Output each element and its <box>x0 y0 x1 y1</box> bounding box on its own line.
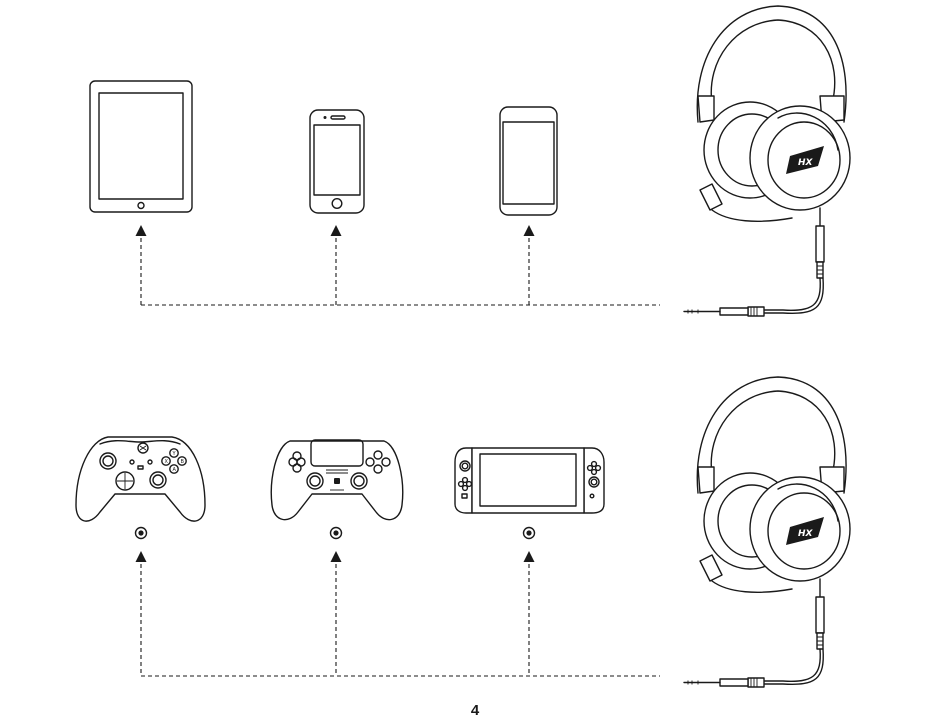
bottom-connection-lines <box>136 551 661 676</box>
b-button-label: B <box>181 459 185 465</box>
top-connection-lines <box>136 225 661 305</box>
arrow-up-icon <box>136 551 147 562</box>
a-button-label: A <box>173 467 177 473</box>
arrow-up-icon <box>136 225 147 236</box>
arrow-up-icon <box>331 551 342 562</box>
xbox-controller-icon: Y X B A <box>76 437 205 521</box>
x-button-label: X <box>165 459 169 465</box>
headset-bottom-icon <box>684 377 850 687</box>
iphone-icon <box>310 110 364 213</box>
page-number: 4 <box>0 702 950 719</box>
headset-top-icon <box>684 6 850 316</box>
arrow-up-icon <box>331 225 342 236</box>
android-phone-icon <box>500 107 557 215</box>
arrow-up-icon <box>524 551 535 562</box>
ps5-audio-port-icon <box>331 528 342 539</box>
tablet-icon <box>90 81 192 212</box>
xbox-audio-port-icon <box>136 528 147 539</box>
switch-console-icon <box>455 448 604 513</box>
switch-audio-port-icon <box>524 528 535 539</box>
arrow-up-icon <box>524 225 535 236</box>
ps5-controller-icon <box>271 440 402 520</box>
